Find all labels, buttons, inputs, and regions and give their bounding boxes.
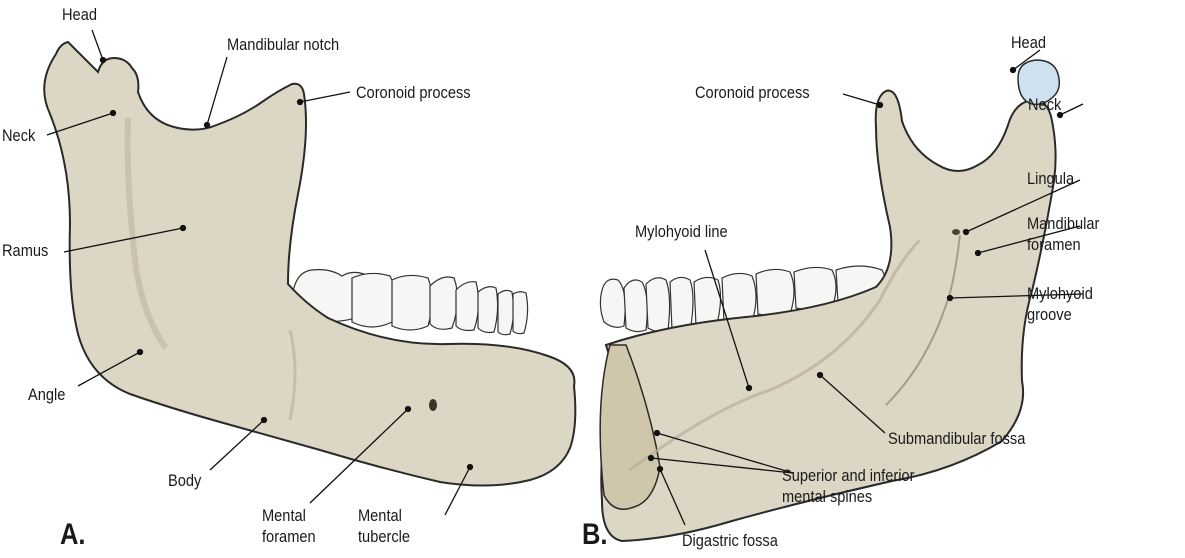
symphysis-cross-section xyxy=(599,344,661,510)
label-b-submandibular-fossa: Submandibular fossa xyxy=(888,429,1026,448)
label-b-mylohyoid-groove: Mylohyoid groove xyxy=(1027,284,1093,324)
label-b-head: Head xyxy=(1011,33,1046,52)
mandible-medial-view xyxy=(599,59,1061,543)
label-b-mylohyoid-line: Mylohyoid line xyxy=(635,222,728,241)
teeth-medial xyxy=(599,265,887,334)
mental-foramen-hole xyxy=(429,399,437,411)
condylar-head-cartilage xyxy=(1017,59,1061,106)
label-b-neck: Neck xyxy=(1028,95,1062,114)
label-b-mandibular-foramen: Mandibular foramen xyxy=(1027,214,1100,254)
panel-label-b: B. xyxy=(582,518,608,551)
label-b-digastric-fossa: Digastric fossa xyxy=(682,531,778,550)
label-a-coronoid-process: Coronoid process xyxy=(356,83,471,102)
label-a-mandibular-notch: Mandibular notch xyxy=(227,35,340,54)
label-a-head: Head xyxy=(62,5,97,24)
label-b-mental-spines: Superior and inferior mental spines xyxy=(782,466,915,506)
label-a-ramus: Ramus xyxy=(2,241,49,260)
label-a-mental-foramen: Mental foramen xyxy=(262,506,316,546)
label-a-body: Body xyxy=(168,471,202,490)
label-a-angle: Angle xyxy=(28,385,66,404)
panel-label-a: A. xyxy=(60,518,86,551)
label-b-lingula: Lingula xyxy=(1027,169,1075,188)
mandible-lateral-view xyxy=(43,40,577,487)
mandible-bone-medial xyxy=(600,89,1057,543)
leader-lines xyxy=(46,29,1084,526)
label-a-mental-tubercle: Mental tubercle xyxy=(358,506,411,546)
label-a-neck: Neck xyxy=(2,126,36,145)
mandible-bone-lateral xyxy=(43,40,577,487)
label-b-coronoid-process: Coronoid process xyxy=(695,83,810,102)
